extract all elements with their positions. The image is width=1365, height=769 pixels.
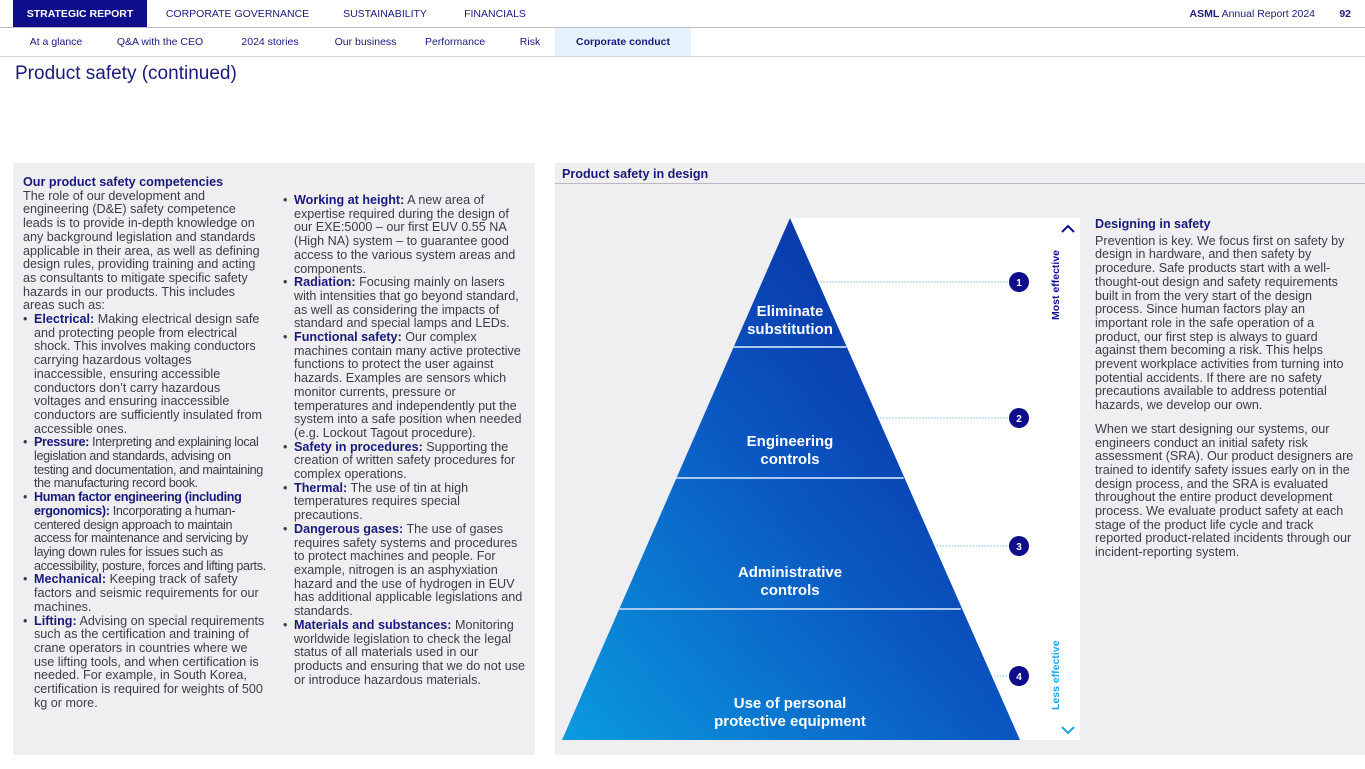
competencies-column-2: Working at height: A new area of experti… — [283, 193, 528, 688]
competencies-column-1: Our product safety competencies The role… — [23, 175, 267, 711]
level-number-badge — [1009, 272, 1029, 292]
level-number: 3 — [1016, 542, 1022, 553]
competency-text: Making electrical design safe and protec… — [34, 312, 262, 436]
competency-text: A new area of expertise required during … — [294, 193, 516, 276]
competency-term: Materials and substances: — [294, 617, 452, 632]
competency-term: Lifting: — [34, 613, 77, 628]
competency-text: Interpreting and explaining local legisl… — [34, 435, 263, 491]
competency-term: Human factor engineering (including ergo… — [34, 490, 242, 518]
level-number: 2 — [1016, 414, 1022, 425]
competency-item: Electrical: Making electrical design saf… — [23, 312, 267, 436]
subtab-qa-ceo[interactable]: Q&A with the CEO — [116, 36, 204, 48]
report-name: Annual Report 2024 — [1221, 8, 1315, 20]
competency-item: Mechanical: Keeping track of safety fact… — [23, 572, 267, 614]
competencies-panel: Our product safety competencies The role… — [13, 163, 535, 755]
competency-term: Safety in procedures: — [294, 439, 423, 454]
level-number-badge — [1009, 536, 1029, 556]
competency-text: Keeping track of safety factors and seis… — [34, 572, 259, 614]
level-label: Administrative — [738, 564, 842, 581]
level-label: controls — [760, 582, 819, 599]
design-heading: Product safety in design — [555, 163, 1365, 184]
competency-term: Dangerous gases: — [294, 521, 404, 536]
level-label: Eliminate — [757, 303, 824, 320]
sub-nav: At a glance Q&A with the CEO 2024 storie… — [0, 28, 1365, 57]
level-label: Engineering — [747, 433, 834, 450]
arrow-up-icon — [1061, 224, 1075, 233]
intro-text: The role of our development and engineer… — [23, 188, 260, 313]
subtab-our-business[interactable]: Our business — [334, 36, 397, 48]
competency-text: Our complex machines contain many active… — [294, 330, 522, 440]
competency-item: Safety in procedures: Supporting the cre… — [283, 439, 528, 482]
competency-item: Functional safety: Our complex machines … — [283, 330, 528, 441]
competency-term: Pressure: — [34, 435, 89, 450]
competency-item: Pressure: Interpreting and explaining lo… — [23, 435, 267, 491]
competency-text: Supporting the creation of written safet… — [294, 439, 516, 482]
competency-item: Lifting: Advising on special requirement… — [23, 613, 267, 711]
designing-paragraph-2: When we start designing our systems, our… — [1095, 421, 1354, 560]
competency-item: Working at height: A new area of experti… — [283, 193, 528, 276]
competency-text: Focusing mainly on lasers with intensiti… — [294, 275, 519, 331]
competency-item: Dangerous gases: The use of gases requir… — [283, 521, 528, 619]
competencies-heading: Our product safety competencies — [23, 175, 224, 189]
competency-term: Thermal: — [294, 480, 348, 495]
competency-text: The use of tin at high temperatures requ… — [294, 480, 469, 523]
competency-term: Electrical: — [34, 312, 95, 327]
competency-item: Thermal: The use of tin at high temperat… — [283, 480, 528, 523]
competency-text: Incorporating a human-centered design ap… — [34, 503, 266, 573]
level-number: 4 — [1016, 672, 1022, 683]
competency-item: Human factor engineering (including ergo… — [23, 490, 267, 573]
level-label: protective equipment — [714, 713, 866, 730]
tab-sustainability[interactable]: SUSTAINABILITY — [343, 8, 427, 20]
competency-term: Working at height: — [294, 193, 405, 207]
competency-text: Monitoring worldwide legislation to chec… — [294, 617, 526, 687]
level-number-badge — [1009, 408, 1029, 428]
level-label: Use of personal — [734, 695, 847, 712]
tab-financials[interactable]: FINANCIALS — [464, 8, 526, 20]
designing-text: Designing in safety Prevention is key. W… — [1095, 217, 1357, 570]
subtab-corporate-conduct[interactable]: Corporate conduct — [555, 28, 691, 56]
designing-heading: Designing in safety — [1095, 217, 1211, 231]
level-number-badge — [1009, 666, 1029, 686]
level-label: controls — [760, 451, 819, 468]
subtab-risk[interactable]: Risk — [519, 36, 541, 48]
less-effective-label: Less effective — [1050, 640, 1062, 710]
level-label: substitution — [747, 321, 833, 338]
competency-term: Mechanical: — [34, 572, 107, 587]
competency-text: The use of gases requires safety systems… — [294, 521, 523, 619]
tab-corporate-governance[interactable]: CORPORATE GOVERNANCE — [165, 8, 310, 20]
page-title: Product safety (continued) — [15, 63, 237, 84]
competency-item: Radiation: Focusing mainly on lasers wit… — [283, 275, 528, 331]
competency-item: Materials and substances: Monitoring wor… — [283, 617, 528, 688]
most-effective-label: Most effective — [1050, 250, 1062, 320]
brand-name: ASML — [1189, 8, 1220, 20]
tab-strategic-report[interactable]: STRATEGIC REPORT — [13, 0, 147, 27]
subtab-2024-stories[interactable]: 2024 stories — [241, 36, 299, 48]
competency-term: Radiation: — [294, 275, 356, 290]
level-number: 1 — [1016, 278, 1022, 289]
report-title: ASML Annual Report 2024 — [1190, 0, 1316, 28]
subtab-at-a-glance[interactable]: At a glance — [29, 36, 83, 48]
arrow-down-icon — [1061, 726, 1075, 735]
designing-paragraph-1: Prevention is key. We focus first on saf… — [1095, 233, 1345, 413]
competency-term: Functional safety: — [294, 330, 402, 345]
subtab-performance[interactable]: Performance — [424, 36, 486, 48]
page-number: 92 — [1339, 8, 1351, 20]
competency-text: Advising on special requirements such as… — [34, 613, 265, 710]
top-nav: STRATEGIC REPORT CORPORATE GOVERNANCE SU… — [0, 0, 1365, 28]
